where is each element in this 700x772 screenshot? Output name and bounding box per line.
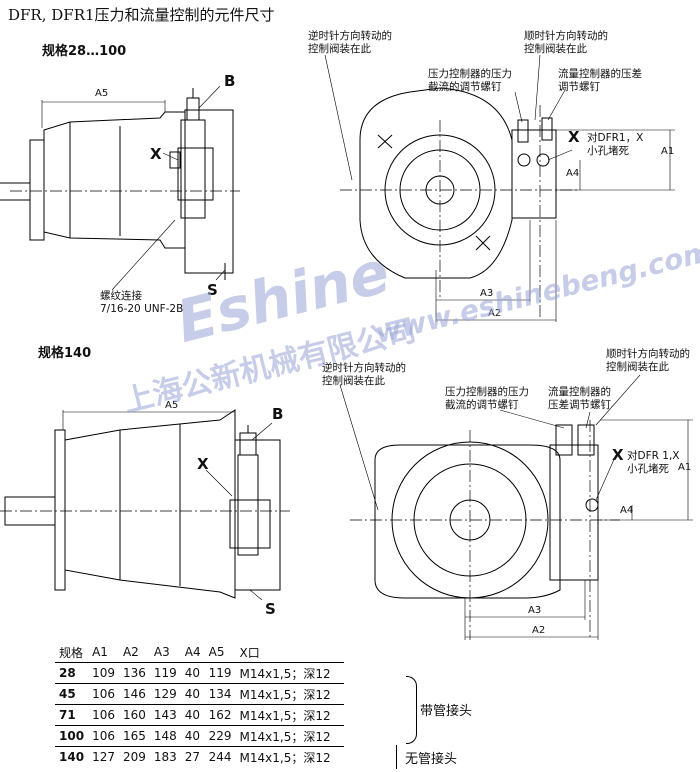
last-row-note: 无管接头 [405, 752, 458, 767]
section1-label-s: S [207, 281, 218, 299]
table-row: 28 109 136 119 40 119 M14x1,5；深12 [55, 662, 344, 684]
section1-heading: 规格28…100 [42, 44, 127, 59]
section2-label-b: B [272, 405, 284, 423]
table-header: A2 [118, 642, 150, 663]
section1-label-b: B [224, 72, 236, 90]
table-header: A5 [204, 642, 236, 663]
pump-front-view-large [339, 374, 693, 640]
table-header: 规格 [55, 642, 89, 663]
section1-dim-a4: A4 [566, 168, 580, 179]
section1-x-note: 对DFR1，X 小孔堵死 [587, 132, 644, 157]
section2-ccw-note: 逆时针方向转动的 控制阀装在此 [322, 362, 406, 387]
section2-x-note: 对DFR 1,X 小孔堵死 [627, 450, 680, 475]
dimension-table: 规格 A1 A2 A3 A4 A5 X口 28 109 136 119 40 1… [55, 642, 344, 767]
group-brace [406, 676, 417, 744]
table-header: A1 [88, 642, 119, 663]
section2-heading: 规格140 [38, 346, 92, 361]
section2-pressure-note: 压力控制器的压力 截流的调节螺钉 [445, 386, 529, 411]
section2-x-label: X [612, 446, 624, 464]
section1-ccw-note: 逆时针方向转动的 控制阀装在此 [308, 30, 392, 55]
table-header-row: 规格 A1 A2 A3 A4 A5 X口 [55, 642, 344, 663]
section1-pressure-note: 压力控制器的压力 截流的调节螺钉 [428, 68, 512, 93]
table-row: 71 106 160 143 40 162 M14x1,5；深12 [55, 704, 344, 726]
pump-side-view-large [0, 409, 290, 601]
pump-front-view-small [324, 54, 675, 322]
table-header: X口 [235, 642, 344, 663]
section2-dim-a2: A2 [532, 625, 546, 636]
section1-label-x: X [150, 145, 162, 163]
section1-flow-note: 流量控制器的压差 调节螺钉 [558, 68, 642, 93]
section2-cw-note: 顺时针方向转动的 控制阀装在此 [606, 348, 690, 373]
section2-flow-note: 流量控制器的 压差调节螺钉 [548, 386, 611, 411]
section1-cw-note: 顺时针方向转动的 控制阀装在此 [524, 30, 608, 55]
table-header: A4 [180, 642, 205, 663]
section1-dim-a5: A5 [95, 88, 109, 99]
pump-side-view-small [0, 85, 240, 291]
section2-label-s: S [265, 600, 276, 618]
group-note: 带管接头 [420, 704, 473, 719]
section2-dim-a5: A5 [165, 400, 179, 411]
table-row: 100 106 165 148 40 229 M14x1,5；深12 [55, 725, 344, 747]
section1-dim-a2: A2 [488, 308, 502, 319]
section2-dim-a1: A1 [678, 462, 692, 473]
page-title: DFR, DFR1压力和流量控制的元件尺寸 [8, 6, 275, 24]
table-row: 45 106 146 129 40 134 M14x1,5；深12 [55, 683, 344, 705]
table-divider [396, 745, 397, 769]
section1-port-note: 螺纹连接 7/16-20 UNF-2B [100, 290, 184, 315]
section1-dim-a1: A1 [661, 146, 675, 157]
section2-label-x: X [197, 455, 209, 473]
table-header: A3 [149, 642, 181, 663]
section2-dim-a3: A3 [528, 605, 542, 616]
section2-dim-a4: A4 [620, 505, 634, 516]
table-row: 140 127 209 183 27 244 M14x1,5；深12 [59, 750, 331, 765]
section1-dim-a3: A3 [480, 288, 494, 299]
section1-x-label: X [568, 128, 580, 146]
